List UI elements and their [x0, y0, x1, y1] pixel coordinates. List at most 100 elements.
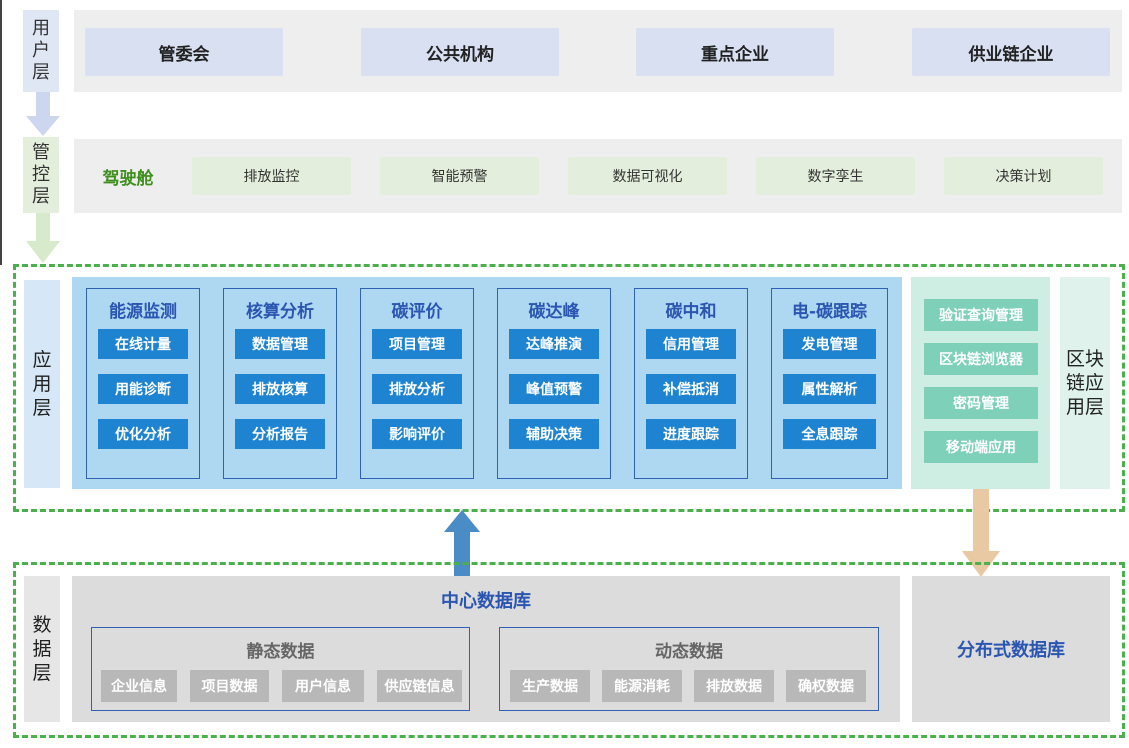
module-item: 达峰推演	[509, 329, 599, 359]
user-item-2: 重点企业	[636, 28, 834, 76]
control-item-label: 智能预警	[431, 169, 488, 185]
blockchain-item-3: 移动端应用	[924, 431, 1038, 463]
control-item-label: 排放监控	[243, 169, 300, 185]
app-layer-dashed-region	[13, 264, 1125, 512]
module-title: 碳中和	[665, 301, 717, 322]
app-modules-panel	[72, 277, 902, 489]
dynamic-data-group	[499, 627, 879, 711]
data-item-label: 用户信息	[295, 679, 351, 695]
control-item-label: 数据可视化	[612, 169, 683, 185]
arrow-down-icon	[26, 92, 60, 136]
data-item-label: 确权数据	[798, 679, 854, 695]
distributed-db-panel: 分布式数据库	[912, 576, 1110, 722]
app-module-neutral: 碳中和 信用管理 补偿抵消 进度跟踪	[634, 288, 748, 479]
dynamic-data-title: 动态数据	[499, 636, 879, 662]
blockchain-item-1: 区块链浏览器	[924, 343, 1038, 375]
blockchain-item-label: 密码管理	[953, 396, 1009, 412]
data-item-label: 项目数据	[201, 679, 258, 695]
dynamic-data-title-text: 动态数据	[655, 641, 723, 662]
static-data-item-0: 企业信息	[101, 670, 177, 702]
left-border-line	[0, 0, 2, 265]
user-item-label: 管委会	[158, 44, 210, 65]
module-title: 能源监测	[109, 301, 177, 322]
module-item: 用能诊断	[98, 374, 188, 404]
module-item: 属性解析	[783, 374, 876, 404]
data-layer-label-text: 数据层	[32, 614, 52, 684]
control-item-label: 数字孪生	[807, 169, 864, 185]
data-item-label: 供应链信息	[384, 679, 455, 695]
app-module-peak: 碳达峰 达峰推演 峰值预警 辅助决策	[497, 288, 611, 479]
module-item: 全息跟踪	[783, 419, 876, 449]
app-module-accounting: 核算分析 数据管理 排放核算 分析报告	[223, 288, 337, 479]
module-item: 分析报告	[235, 419, 325, 449]
module-item: 峰值预警	[509, 374, 599, 404]
cockpit-text: 驾驶舱	[102, 168, 154, 189]
user-item-0: 管委会	[85, 28, 283, 76]
arrow-up-icon	[444, 510, 480, 578]
module-item: 排放分析	[372, 374, 462, 404]
control-item-3: 数字孪生	[756, 157, 915, 195]
module-item: 优化分析	[98, 419, 188, 449]
app-layer-label-text: 应用层	[32, 349, 52, 419]
module-item: 进度跟踪	[646, 419, 736, 449]
module-item: 影响评价	[372, 419, 462, 449]
control-item-label: 决策计划	[995, 169, 1052, 185]
user-item-1: 公共机构	[361, 28, 559, 76]
user-item-label: 供业链企业	[968, 44, 1054, 65]
static-data-group	[91, 627, 470, 711]
blockchain-layer-label-text: 区块链应用层	[1065, 348, 1104, 418]
blockchain-layer-label: 区块链应用层	[1060, 277, 1110, 489]
central-db-title: 中心数据库	[72, 586, 900, 614]
blockchain-item-label: 验证查询管理	[939, 308, 1023, 324]
module-title: 碳评价	[391, 301, 443, 322]
distributed-db-title: 分布式数据库	[957, 640, 1065, 661]
control-item-4: 决策计划	[944, 157, 1103, 195]
module-item: 在线计量	[98, 329, 188, 359]
module-title: 电-碳跟踪	[791, 301, 868, 322]
dynamic-data-item-1: 能源消耗	[602, 670, 682, 702]
static-data-item-1: 项目数据	[190, 670, 269, 702]
dynamic-data-item-3: 确权数据	[786, 670, 866, 702]
control-item-0: 排放监控	[192, 157, 351, 195]
control-item-2: 数据可视化	[568, 157, 727, 195]
user-item-3: 供业链企业	[912, 28, 1110, 76]
data-layer-dashed-region	[13, 562, 1125, 738]
dynamic-data-item-0: 生产数据	[510, 670, 590, 702]
app-layer-label: 应用层	[24, 280, 60, 488]
module-item: 补偿抵消	[646, 374, 736, 404]
user-item-label: 公共机构	[426, 44, 494, 65]
control-layer-label-text: 管控层	[32, 142, 50, 207]
user-layer-label-text: 用户层	[32, 18, 50, 83]
module-item: 辅助决策	[509, 419, 599, 449]
app-module-evaluation: 碳评价 项目管理 排放分析 影响评价	[360, 288, 474, 479]
static-data-item-3: 供应链信息	[377, 670, 462, 702]
static-data-title-text: 静态数据	[246, 641, 315, 662]
module-item: 项目管理	[372, 329, 462, 359]
user-item-label: 重点企业	[701, 44, 769, 65]
module-title: 碳达峰	[528, 301, 580, 322]
user-layer-label: 用户层	[23, 10, 59, 92]
module-title: 核算分析	[246, 301, 314, 322]
control-layer-label: 管控层	[23, 137, 59, 213]
data-item-label: 排放数据	[706, 679, 762, 695]
dynamic-data-item-2: 排放数据	[694, 670, 774, 702]
app-module-power-carbon: 电-碳跟踪 发电管理 属性解析 全息跟踪	[771, 288, 888, 479]
data-item-label: 能源消耗	[614, 679, 670, 695]
blockchain-item-0: 验证查询管理	[924, 299, 1038, 331]
module-item: 发电管理	[783, 329, 876, 359]
app-module-energy: 能源监测 在线计量 用能诊断 优化分析	[86, 288, 200, 479]
arrow-down-icon	[26, 213, 60, 263]
blockchain-item-label: 区块链浏览器	[939, 352, 1023, 368]
cockpit-label: 驾驶舱	[82, 156, 174, 196]
data-layer-label: 数据层	[24, 576, 60, 722]
data-item-label: 企业信息	[111, 679, 167, 695]
static-data-item-2: 用户信息	[282, 670, 364, 702]
static-data-title: 静态数据	[91, 636, 470, 662]
data-item-label: 生产数据	[522, 679, 578, 695]
module-item: 排放核算	[235, 374, 325, 404]
module-item: 信用管理	[646, 329, 736, 359]
blockchain-item-label: 移动端应用	[946, 440, 1016, 456]
central-db-title-text: 中心数据库	[441, 591, 531, 612]
blockchain-item-2: 密码管理	[924, 387, 1038, 419]
module-item: 数据管理	[235, 329, 325, 359]
